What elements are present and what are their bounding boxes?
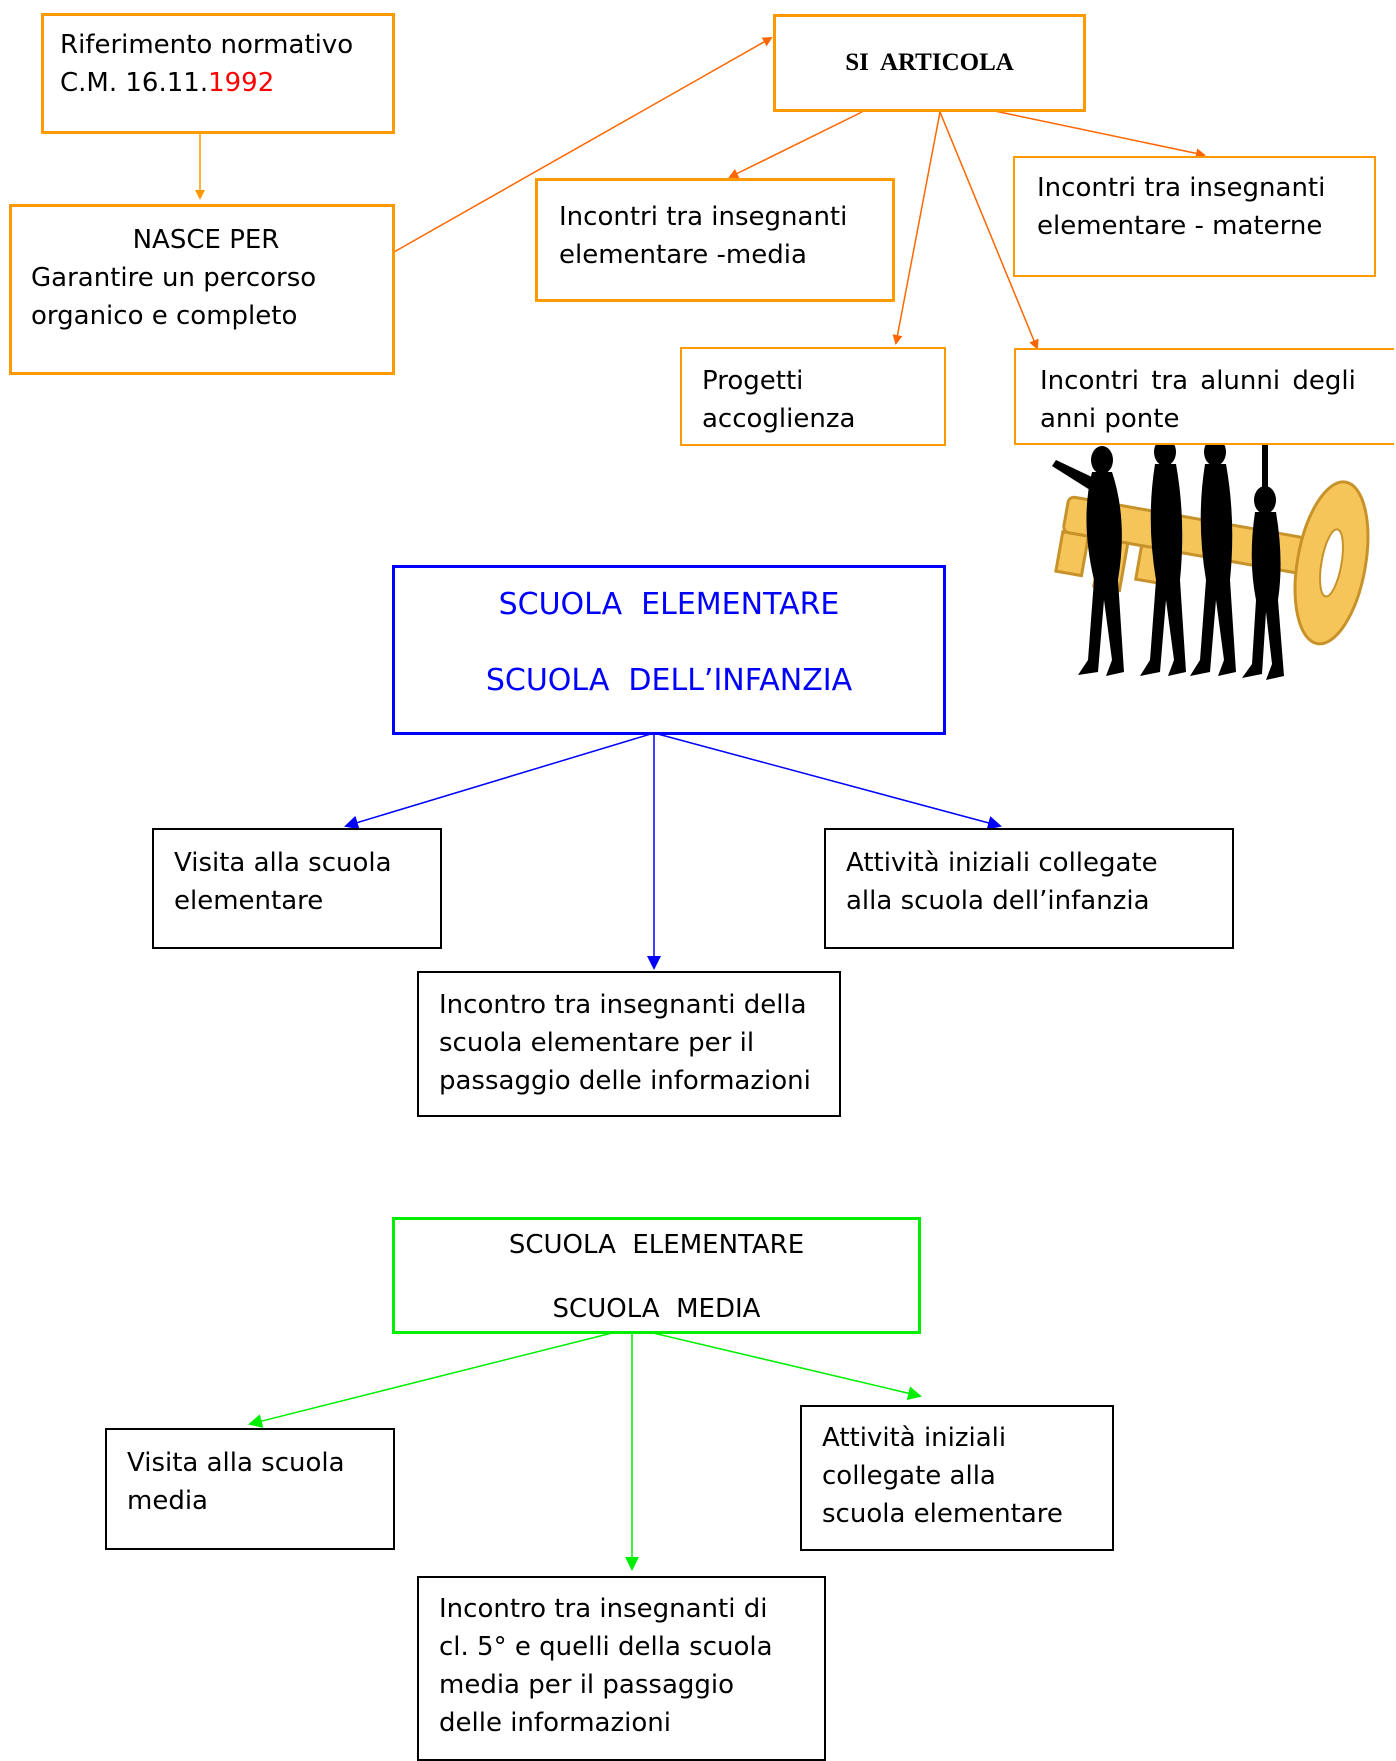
incontri-materne-line1: Incontri tra insegnanti (1037, 173, 1326, 203)
incontro-media-line3: media per il passaggio (439, 1670, 735, 1700)
incontri-materne-line2: elementare - materne (1037, 211, 1323, 241)
incontro-elementare-line2: scuola elementare per il (439, 1028, 755, 1058)
nasce-title: NASCE PER (132, 225, 280, 255)
incontri-media-line2: elementare -media (559, 240, 807, 270)
nasce-line2: organico e completo (31, 301, 298, 331)
attivita-elementare-line2: collegate alla (822, 1461, 996, 1491)
people-carrying-key-icon (1052, 438, 1370, 680)
visita-media-line2: media (127, 1486, 208, 1516)
connector-infanzia-attivita (653, 732, 1002, 830)
connector-nasce-articola (393, 37, 773, 253)
progetti-line1: Progetti (702, 366, 804, 396)
elementare-infanzia-header: SCUOLA ELEMENTARE SCUOLA DELL’INFANZIA (392, 565, 946, 735)
attivita-infanzia-line2: alla scuola dell’infanzia (846, 886, 1150, 916)
incontri-media-box: Incontri tra insegnanti elementare -medi… (535, 178, 895, 302)
si-articola-box: SI ARTICOLA (773, 14, 1086, 112)
visita-elementare-line2: elementare (174, 886, 324, 916)
progetti-accoglienza-box: Progetti accoglienza (680, 347, 946, 446)
incontri-alunni-box: Incontri tra alunni degli anni ponte (1014, 348, 1394, 445)
elementare-media-header: SCUOLA ELEMENTARE SCUOLA MEDIA (392, 1217, 921, 1334)
visita-media-line1: Visita alla scuola (127, 1448, 345, 1478)
attivita-elementare-box: Attività iniziali collegate alla scuola … (800, 1405, 1114, 1551)
visita-media-box: Visita alla scuola media (105, 1428, 395, 1550)
incontri-media-line1: Incontri tra insegnanti (559, 202, 848, 232)
connector-articola-materne (989, 109, 1206, 159)
riferimento-line1: Riferimento normativo (60, 30, 354, 60)
connector-infanzia-visita (344, 732, 655, 830)
attivita-elementare-line3: scuola elementare (822, 1499, 1063, 1529)
connector-articola-alunni (939, 111, 1039, 350)
media-header-line1: SCUOLA ELEMENTARE (508, 1230, 805, 1260)
incontro-elementare-line3: passaggio delle informazioni (439, 1066, 811, 1096)
riferimento-year: 1992 (208, 68, 275, 98)
incontro-media-line1: Incontro tra insegnanti di (439, 1594, 768, 1624)
visita-elementare-box: Visita alla scuola elementare (152, 828, 442, 949)
connector-articola-media (728, 111, 863, 178)
si-articola-label: SI ARTICOLA (845, 49, 1014, 76)
infanzia-header-line2: SCUOLA DELL’INFANZIA (485, 663, 853, 698)
connector-media-visita (248, 1327, 633, 1428)
connector-articola-progetti (892, 111, 941, 345)
riferimento-box: Riferimento normativo C.M. 16.11.1992 (41, 13, 395, 134)
nasce-per-box: NASCE PER Garantire un percorso organico… (9, 204, 395, 375)
incontro-media-line2: cl. 5° e quelli della scuola (439, 1632, 773, 1662)
media-header-line2: SCUOLA MEDIA (552, 1294, 761, 1324)
incontro-elementare-line1: Incontro tra insegnanti della (439, 990, 807, 1020)
riferimento-line2: C.M. 16.11.1992 (60, 64, 392, 102)
incontro-media-box: Incontro tra insegnanti di cl. 5° e quel… (417, 1576, 826, 1761)
progetti-line2: accoglienza (702, 404, 856, 434)
riferimento-date: C.M. 16.11. (60, 68, 209, 98)
attivita-infanzia-line1: Attività iniziali collegate (846, 848, 1158, 878)
attivita-infanzia-box: Attività iniziali collegate alla scuola … (824, 828, 1234, 949)
connector-media-attivita (631, 1327, 922, 1401)
incontri-materne-box: Incontri tra insegnanti elementare - mat… (1013, 156, 1376, 277)
alunni-line2: anni ponte (1040, 404, 1180, 434)
attivita-elementare-line1: Attività iniziali (822, 1423, 1007, 1453)
visita-elementare-line1: Visita alla scuola (174, 848, 392, 878)
incontro-media-line4: delle informazioni (439, 1708, 671, 1738)
incontro-elementare-box: Incontro tra insegnanti della scuola ele… (417, 971, 841, 1117)
alunni-line1: Incontri tra alunni degli (1040, 366, 1356, 396)
nasce-line1: Garantire un percorso (31, 263, 317, 293)
infanzia-header-line1: SCUOLA ELEMENTARE (498, 587, 840, 622)
